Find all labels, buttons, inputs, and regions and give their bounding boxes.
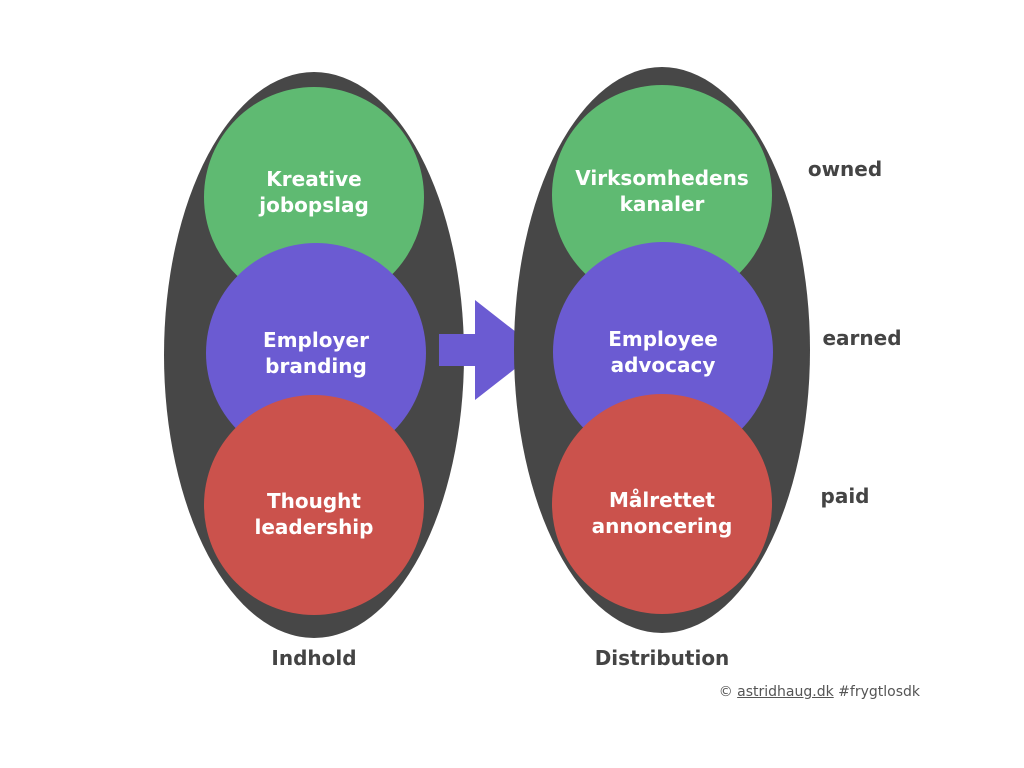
circle-text-line2: annoncering xyxy=(592,514,733,538)
right-arrow-icon xyxy=(439,300,539,400)
circle-text-line2: kanaler xyxy=(620,192,705,216)
hashtag: #frygtlosdk xyxy=(833,684,920,700)
website-link[interactable]: astridhaug.dk xyxy=(737,684,834,700)
group-label-distribution: Distribution xyxy=(595,646,730,670)
right-circle-malrettet-annoncering xyxy=(552,394,772,614)
side-label-paid: paid xyxy=(821,484,870,508)
circle-text-line1: Employee xyxy=(608,327,718,351)
right-circle-virksomhedens-kanaler xyxy=(552,85,772,305)
left-circle-employer-branding xyxy=(206,243,426,463)
circle-text-line1: Thought xyxy=(267,489,361,513)
circle-text-line2: leadership xyxy=(255,515,374,539)
circle-text-line1: Målrettet xyxy=(609,488,715,512)
circle-text-line1: Virksomhedens xyxy=(575,166,748,190)
right-group: Virksomhedens kanaler Employee advocacy … xyxy=(514,67,810,670)
group-label-indhold: Indhold xyxy=(271,646,356,670)
left-circle-thought-leadership xyxy=(204,395,424,615)
circle-text-line2: branding xyxy=(265,354,367,378)
left-group: Kreative jobopslag Employer branding Tho… xyxy=(164,72,464,670)
circle-text-line1: Kreative xyxy=(266,167,361,191)
circle-text-line1: Employer xyxy=(263,328,369,352)
circle-text-line2: jobopslag xyxy=(258,193,369,217)
side-label-earned: earned xyxy=(822,326,901,350)
side-label-owned: owned xyxy=(808,157,882,181)
right-circle-employee-advocacy xyxy=(553,242,773,462)
circle-text-line2: advocacy xyxy=(611,353,716,377)
copyright-prefix: © xyxy=(718,684,738,700)
left-circle-kreative-jobopslag xyxy=(204,87,424,307)
copyright-footer: © astridhaug.dk #frygtlosdk xyxy=(690,684,920,700)
